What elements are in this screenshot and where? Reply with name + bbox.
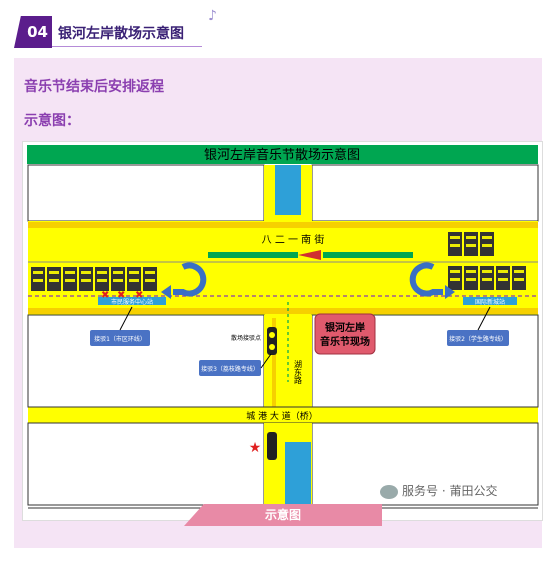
venue-box (314, 313, 376, 355)
svg-text:音乐节现场: 音乐节现场 (320, 335, 370, 348)
svg-text:国际新城站: 国际新城站 (475, 298, 505, 306)
section-number-badge: 04 (14, 16, 52, 48)
wechat-icon (380, 484, 398, 499)
watermark: 服务号 · 莆田公交 (380, 482, 497, 499)
street-top: 八 二 一 南 街 (262, 233, 325, 246)
music-note-icon: ♪ (208, 8, 217, 24)
svg-text:市民服务中心站: 市民服务中心站 (111, 298, 153, 306)
svg-text:✖: ✖ (117, 290, 125, 301)
subtitle: 音乐节结束后安排返程 (24, 79, 164, 95)
svg-text:接驳3（荔枝路专线）: 接驳3（荔枝路专线） (201, 365, 259, 373)
title-underline (52, 46, 202, 47)
svg-text:接驳2（学生路专线）: 接驳2（学生路专线） (449, 335, 507, 343)
route-2-box (447, 330, 509, 346)
svg-text:✖: ✖ (135, 290, 143, 301)
svg-text:✖: ✖ (101, 290, 109, 301)
caption-text: 示意图 (264, 508, 301, 522)
section-label: 示意图： (24, 113, 80, 129)
svg-text:接驳1（市区环线）: 接驳1（市区环线） (94, 335, 146, 343)
svg-text:银河左岸: 银河左岸 (325, 321, 365, 334)
map-title: 银河左岸音乐节散场示意图 (204, 147, 360, 163)
bus-icons (267, 327, 277, 355)
section-title: 银河左岸散场示意图 (58, 26, 184, 42)
dispersal-map: 银河左岸音乐节散场示意图 八 二 一 南 街 (22, 141, 543, 521)
street-vertical: 湖东路 (294, 360, 303, 384)
svg-text:★: ★ (249, 440, 262, 456)
svg-text:散场接驳点: 散场接驳点 (231, 334, 261, 342)
route-3-box (199, 360, 261, 376)
map-svg: 银河左岸音乐节散场示意图 八 二 一 南 街 (27, 145, 539, 509)
section-header: 04 银河左岸散场示意图 (14, 16, 204, 48)
street-bottom: 城 港 大 道（桥） (246, 410, 318, 422)
route-1-box (90, 330, 150, 346)
map-title-bar (27, 145, 538, 164)
caption-tab: 示意图 (184, 504, 382, 526)
